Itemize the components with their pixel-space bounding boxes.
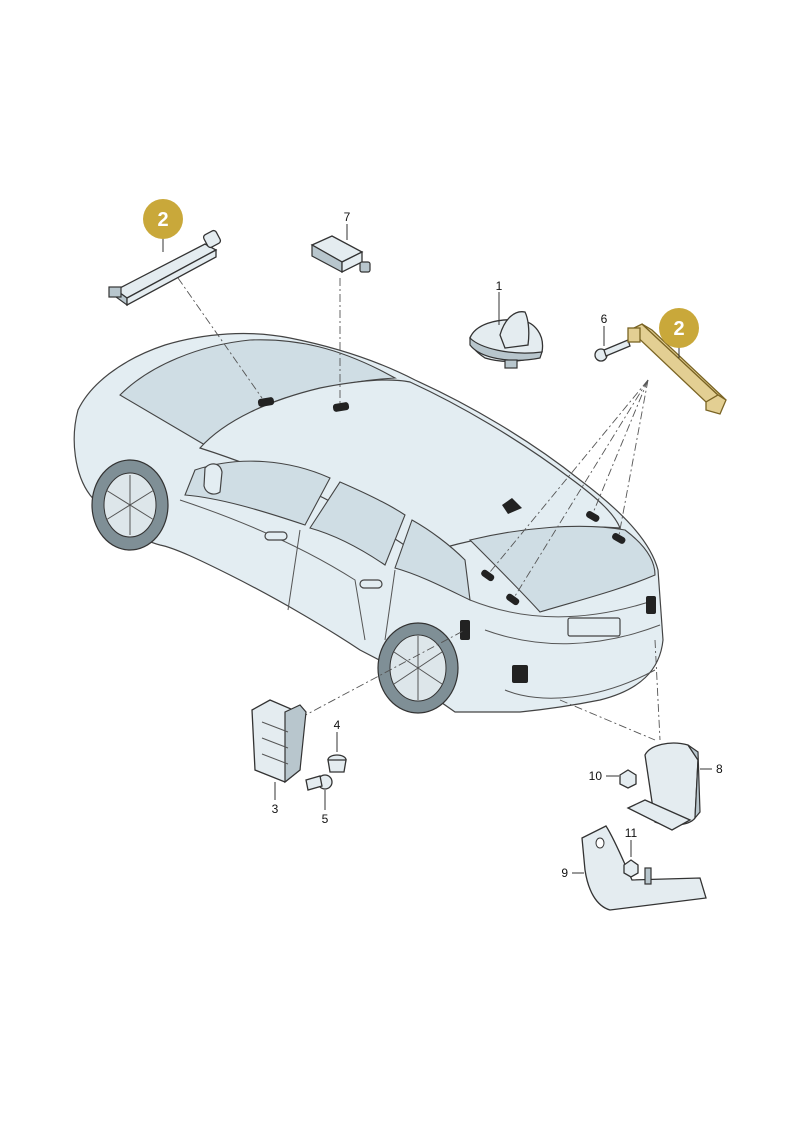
callout-7-label: 7 bbox=[344, 210, 351, 224]
callout-badge-2-right: 2 bbox=[659, 308, 699, 348]
callout-5-label: 5 bbox=[322, 812, 329, 826]
callout-11-label: 11 bbox=[625, 826, 638, 840]
callout-8-label: 8 bbox=[716, 762, 723, 776]
part-9-bracket bbox=[581, 825, 707, 911]
callout-6-label: 6 bbox=[601, 312, 608, 326]
part-1-roof-antenna bbox=[469, 311, 544, 369]
part-2-left-amplifier bbox=[108, 229, 222, 307]
callout-10-label: 10 bbox=[589, 769, 603, 783]
car-antenna-slots bbox=[257, 397, 656, 683]
part-11-nut bbox=[623, 859, 639, 878]
part-3-housing bbox=[251, 699, 307, 784]
part-8-module bbox=[626, 742, 701, 831]
part-5-bolt bbox=[305, 774, 333, 791]
callout-2-left-label: 2 bbox=[157, 209, 168, 231]
part-6-screw bbox=[594, 339, 631, 362]
part-7-module bbox=[310, 235, 371, 274]
part-4-clip bbox=[327, 754, 347, 773]
part-10-nut bbox=[619, 769, 637, 789]
callout-9-label: 9 bbox=[561, 866, 568, 880]
callout-1-label: 1 bbox=[496, 279, 503, 293]
callout-4-label: 4 bbox=[334, 718, 341, 732]
callout-badge-2-left: 2 bbox=[143, 199, 183, 239]
callout-2-right-label: 2 bbox=[673, 318, 684, 340]
callout-3-label: 3 bbox=[272, 802, 279, 816]
reference-lines bbox=[177, 277, 661, 741]
part-2-right-amplifier-highlighted bbox=[627, 323, 727, 415]
car-illustration bbox=[73, 332, 664, 714]
